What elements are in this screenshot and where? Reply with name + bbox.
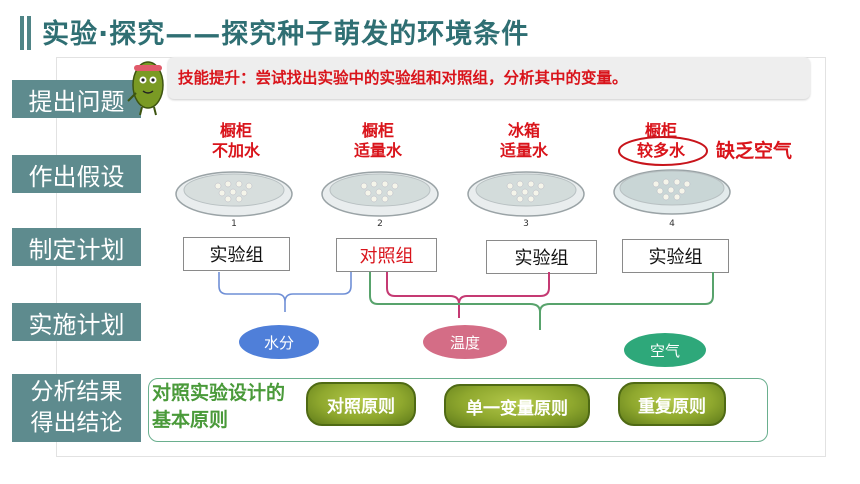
dish-2-group-label: 对照组: [336, 238, 437, 272]
step-hypothesis: 作出假设: [12, 155, 141, 193]
title-accent-bar: [20, 16, 31, 50]
dish-3-number: 3: [523, 219, 529, 229]
dish-1-group-label: 实验组: [183, 237, 290, 271]
page-title: 实验·探究——探究种子萌发的环境条件: [42, 19, 530, 50]
step-raise-question: 提出问题: [12, 80, 141, 118]
missing-air-note: 缺乏空气: [716, 140, 793, 162]
step-analyze-conclude: 分析结果 得出结论: [12, 374, 141, 442]
skill-banner: [168, 57, 810, 99]
variable-air: 空气: [624, 333, 706, 367]
dish-4-number: 4: [669, 219, 675, 229]
variable-water: 水分: [239, 325, 319, 359]
principle-single-variable: 单一变量原则: [444, 384, 590, 428]
dish-4-group-label: 实验组: [622, 239, 729, 273]
seed-mascot-icon: [127, 61, 164, 116]
principle-control: 对照原则: [306, 382, 416, 426]
dish-1-number: 1: [231, 219, 237, 229]
step-carry-out-plan: 实施计划: [12, 303, 141, 341]
dish-2-place: 橱柜: [361, 121, 394, 140]
dish-3-group-label: 实验组: [486, 240, 597, 274]
dish-1-place: 橱柜: [219, 121, 252, 140]
dish-4-highlight-ellipse: [618, 136, 708, 166]
step-make-plan: 制定计划: [12, 228, 141, 266]
petri-dish-4: [613, 169, 731, 215]
dish-3-place: 冰箱: [507, 121, 540, 140]
variable-temperature: 温度: [423, 325, 507, 359]
petri-dish-1: [175, 171, 293, 217]
principles-intro: 对照实验设计的 基本原则: [152, 382, 286, 431]
skill-banner-text: 技能提升：尝试找出实验中的实验组和对照组，分析其中的变量。: [178, 68, 628, 87]
dish-4-condition: 较多水: [636, 141, 685, 160]
petri-dish-3: [467, 171, 585, 217]
principles-frame: [148, 378, 768, 442]
petri-dish-2: [321, 171, 439, 217]
dish-1-condition: 不加水: [211, 141, 260, 160]
dish-3-condition: 适量水: [499, 141, 548, 160]
dish-4-place: 橱柜: [644, 121, 677, 140]
dish-2-number: 2: [377, 219, 383, 229]
principle-repetition: 重复原则: [618, 382, 726, 426]
dish-2-condition: 适量水: [353, 141, 402, 160]
